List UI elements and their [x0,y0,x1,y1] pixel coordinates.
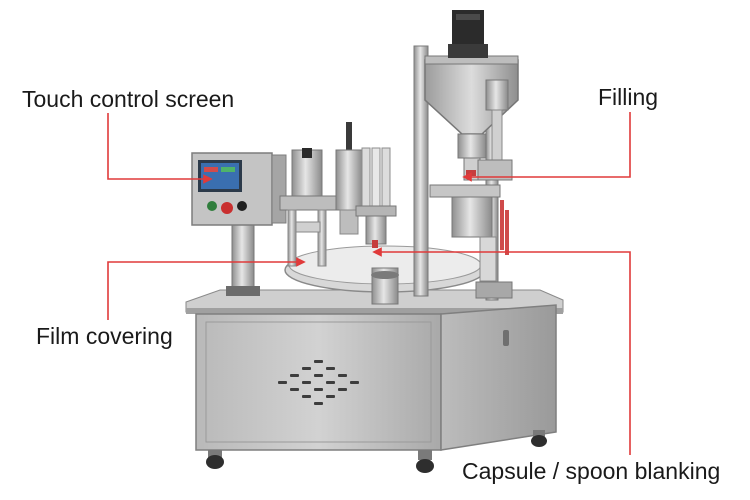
callout-arrow-capsule-blanking [372,247,382,257]
label-film-covering: Film covering [36,323,173,349]
rotary-turntable [284,245,486,305]
callout-lines [107,112,631,455]
label-capsule-spoon-blanking: Capsule / spoon blanking [462,458,721,484]
start-button-icon [207,201,217,211]
callout-arrow-touch-screen [203,174,213,184]
stop-button-icon [237,201,247,211]
cabinet-side-panel [440,304,557,451]
callout-arrow-film-covering [296,257,306,267]
label-touch-control-screen: Touch control screen [22,86,235,112]
capsule-dispenser-tubes [355,147,397,248]
vent-grille [278,360,359,405]
emergency-stop-icon [221,202,233,214]
film-covering-station [279,122,363,267]
door-handle [503,330,509,346]
callout-arrow-filling [462,172,472,182]
filling-nozzle-assembly [429,79,513,282]
callout-line-film-covering [107,261,300,320]
callout-line-touch-screen [107,113,207,180]
control-panel-column [226,221,260,296]
cabinet-front-panel [195,313,442,451]
caster-wheels [206,430,547,473]
callout-line-capsule-blanking [378,251,631,455]
callout-line-filling [468,112,631,178]
label-filling: Filling [598,84,659,110]
control-box [191,152,287,226]
servo-motor [448,10,488,58]
